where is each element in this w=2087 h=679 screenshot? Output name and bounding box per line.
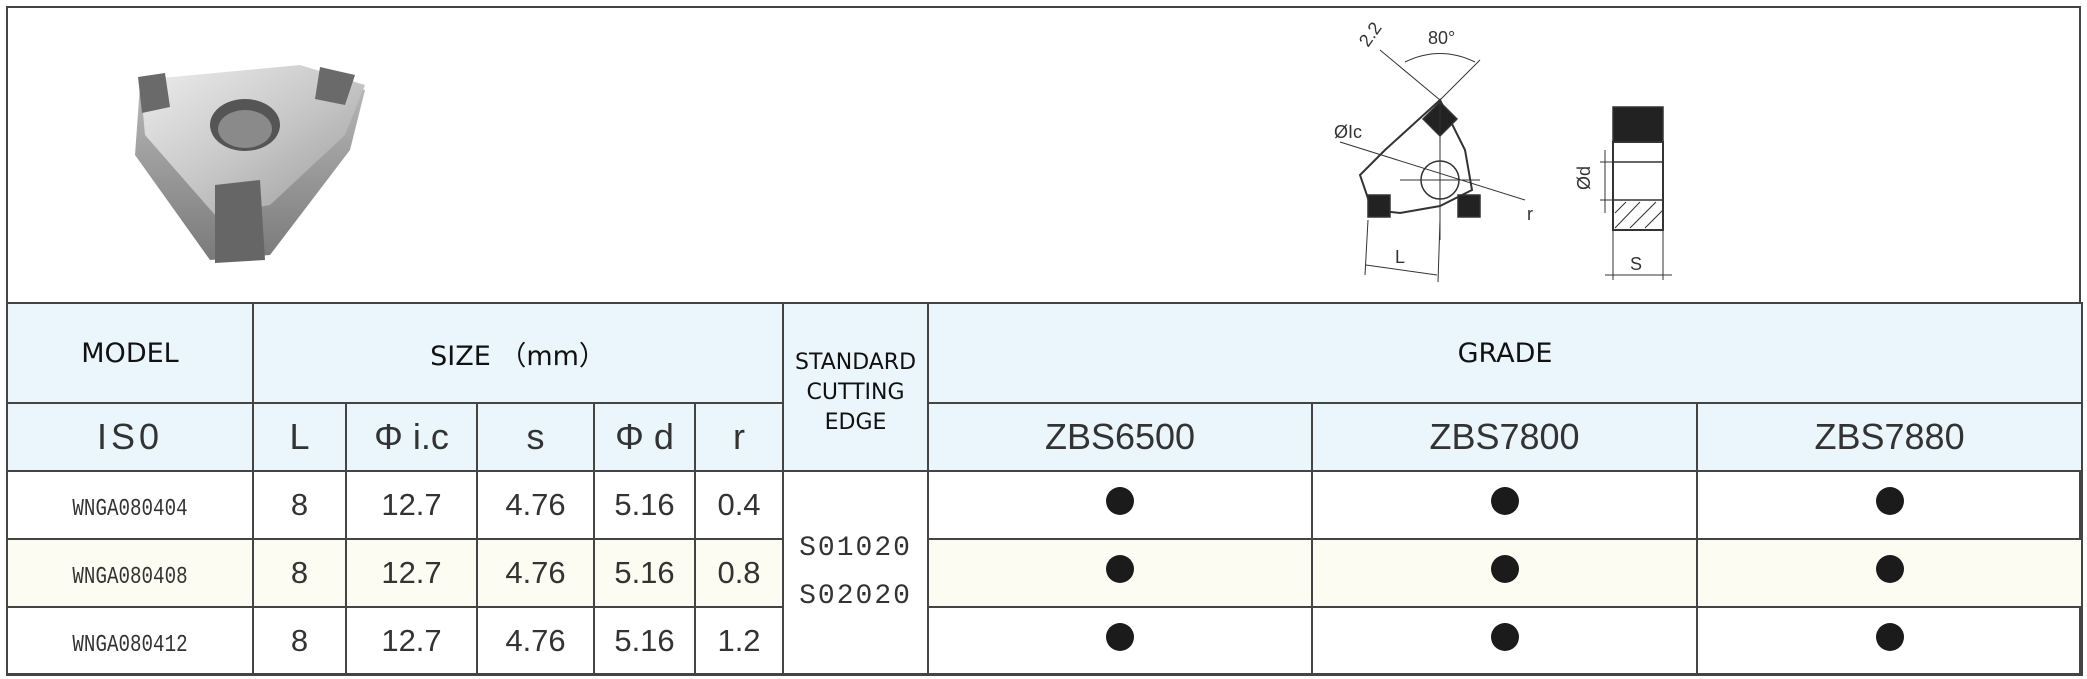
header-std-line: CUTTING bbox=[806, 380, 905, 405]
cell-ic: 12.7 bbox=[345, 470, 478, 540]
cell-cutting-edge: S01020 S02020 bbox=[782, 470, 930, 676]
cell-l: 8 bbox=[252, 470, 347, 540]
header-s: s bbox=[476, 402, 595, 472]
cutting-edge-code: S01020 bbox=[799, 533, 912, 564]
cell-r: 1.2 bbox=[693, 606, 785, 676]
available-dot-icon bbox=[1875, 623, 1904, 651]
spec-table: MODEL SIZE （mm） STANDARD CUTTING EDGE GR… bbox=[6, 302, 2084, 676]
cell-r: 0.4 bbox=[693, 470, 785, 540]
available-dot-icon bbox=[1875, 555, 1904, 583]
drawing-label-d: Ød bbox=[1574, 166, 1594, 190]
cell-grade-zbs6500 bbox=[927, 606, 1314, 676]
cell-model: WNGA080412 bbox=[6, 606, 254, 676]
cell-grade-zbs7800 bbox=[1311, 606, 1699, 676]
drawing-label-s: S bbox=[1630, 254, 1642, 274]
header-standard-cutting-edge: STANDARD CUTTING EDGE bbox=[782, 302, 930, 472]
header-grade-zbs7800: ZBS7800 bbox=[1311, 402, 1699, 472]
cell-l: 8 bbox=[252, 606, 347, 676]
table-row: WNGA080404 8 12.7 4.76 5.16 0.4 S01020 S… bbox=[6, 470, 2084, 676]
header-grade-zbs6500: ZBS6500 bbox=[927, 402, 1314, 472]
table-row: WNGA080408 8 12.7 4.76 5.16 0.8 bbox=[6, 538, 2084, 608]
cell-ic: 12.7 bbox=[345, 538, 478, 608]
technical-drawing: 2.2 80° ØIc r L Ød S bbox=[1334, 18, 1672, 283]
cell-grade-zbs7800 bbox=[1311, 470, 1699, 540]
insert-photo bbox=[135, 65, 365, 263]
header-d: Φ d bbox=[593, 402, 696, 472]
cell-ic: 12.7 bbox=[345, 606, 478, 676]
cell-r: 0.8 bbox=[693, 538, 785, 608]
cell-d: 5.16 bbox=[593, 470, 696, 540]
model-text: WNGA080412 bbox=[72, 632, 188, 659]
table-row: WNGA080412 8 12.7 4.76 5.16 1.2 bbox=[6, 606, 2084, 676]
available-dot-icon bbox=[1106, 623, 1135, 651]
header-iso: IS0 bbox=[6, 402, 254, 472]
cell-model: WNGA080408 bbox=[6, 538, 254, 608]
drawing-label-edge: 2.2 bbox=[1355, 18, 1386, 50]
header-model: MODEL bbox=[6, 302, 254, 404]
drawing-label-l: L bbox=[1395, 247, 1405, 267]
header-r: r bbox=[693, 402, 785, 472]
cell-s: 4.76 bbox=[476, 538, 595, 608]
cell-grade-zbs6500 bbox=[927, 538, 1314, 608]
header-std-line: STANDARD bbox=[795, 350, 917, 375]
cell-s: 4.76 bbox=[476, 606, 595, 676]
cell-s: 4.76 bbox=[476, 470, 595, 540]
drawing-label-angle: 80° bbox=[1428, 28, 1455, 48]
available-dot-icon bbox=[1106, 487, 1135, 515]
cutting-edge-code: S02020 bbox=[799, 581, 912, 612]
cell-grade-zbs7880 bbox=[1696, 470, 2084, 540]
model-text: WNGA080408 bbox=[72, 564, 188, 591]
header-size: SIZE （mm） bbox=[251, 302, 785, 404]
cell-grade-zbs7880 bbox=[1696, 606, 2084, 676]
available-dot-icon bbox=[1490, 487, 1519, 515]
header-grade: GRADE bbox=[927, 302, 2084, 404]
cell-model: WNGA080404 bbox=[6, 470, 254, 540]
available-dot-icon bbox=[1106, 555, 1135, 583]
available-dot-icon bbox=[1490, 555, 1519, 583]
cell-grade-zbs7880 bbox=[1696, 538, 2084, 608]
cell-l: 8 bbox=[252, 538, 347, 608]
cell-d: 5.16 bbox=[593, 606, 696, 676]
available-dot-icon bbox=[1490, 623, 1519, 651]
model-text: WNGA080404 bbox=[72, 496, 188, 523]
available-dot-icon bbox=[1875, 487, 1904, 515]
header-grade-zbs7880: ZBS7880 bbox=[1696, 402, 2084, 472]
header-l: L bbox=[252, 402, 347, 472]
cell-grade-zbs7800 bbox=[1311, 538, 1699, 608]
header-ic: Φ i.c bbox=[345, 402, 478, 472]
cell-d: 5.16 bbox=[593, 538, 696, 608]
drawing-label-ic: ØIc bbox=[1334, 122, 1362, 142]
drawing-label-r: r bbox=[1527, 204, 1533, 224]
cell-grade-zbs6500 bbox=[927, 470, 1314, 540]
header-std-line: EDGE bbox=[824, 410, 887, 435]
